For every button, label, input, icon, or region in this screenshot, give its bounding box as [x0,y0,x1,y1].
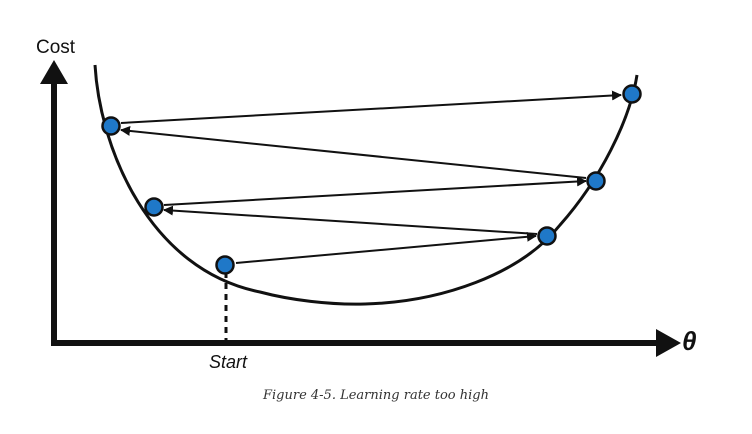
step-arrow-1 [235,231,537,264]
step-arrow-3 [163,176,587,206]
point-start [215,255,235,275]
point-3 [586,171,606,191]
step-arrow-5 [120,90,622,124]
step-arrow-4 [120,125,587,179]
point-1 [537,226,557,246]
point-2 [144,197,164,217]
y-axis-arrow-icon [40,60,68,84]
x-axis-arrow-icon [656,329,681,357]
y-axis-label: Cost [36,37,76,58]
point-5 [622,84,642,104]
step-arrow-2 [163,205,538,235]
x-axis-label: θ [682,326,697,356]
start-label: Start [209,352,248,372]
cost-curve [93,64,639,306]
point-4 [101,116,121,136]
figure-caption: Figure 4-5. Learning rate too high [262,388,489,403]
